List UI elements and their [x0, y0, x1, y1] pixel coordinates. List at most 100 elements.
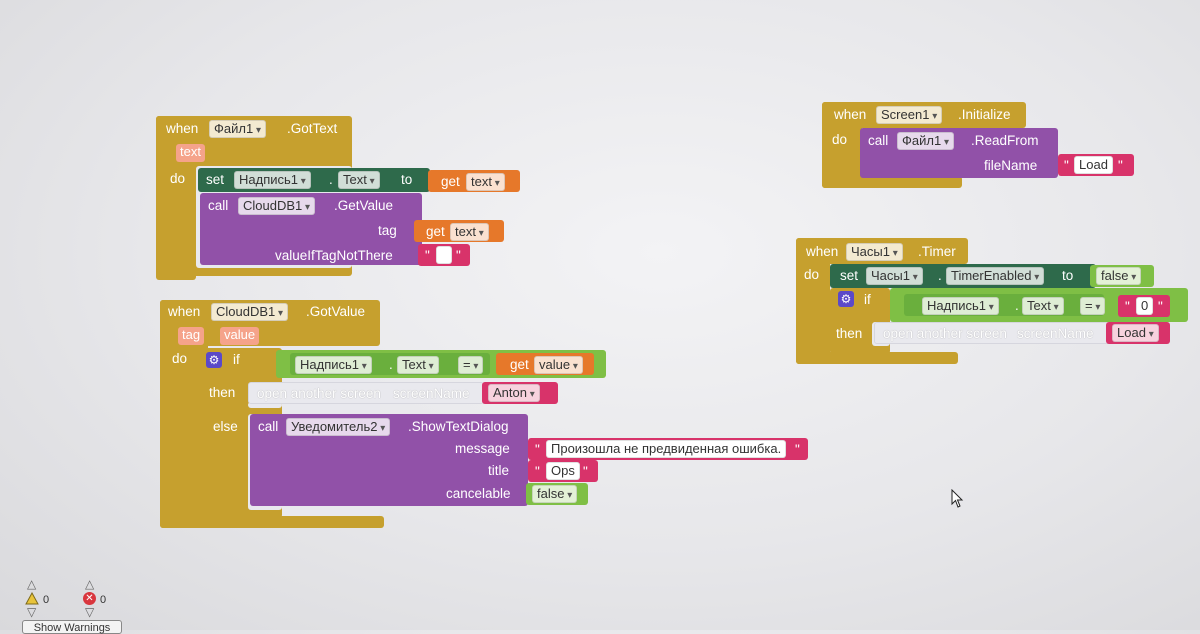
error-prev-arrow-icon[interactable]: △: [85, 577, 95, 591]
event-name: .GotText: [287, 121, 338, 136]
call-component-dropdown[interactable]: CloudDB1: [238, 197, 316, 215]
tag-label: tag: [378, 223, 397, 238]
quote-close: ": [795, 442, 800, 457]
when-keyword: when: [166, 121, 199, 136]
then-keyword: then: [209, 385, 236, 400]
component-dropdown[interactable]: Файл1: [209, 120, 267, 138]
mouse-cursor-icon: [951, 489, 964, 508]
quote-open: ": [535, 442, 540, 457]
error-next-arrow-icon[interactable]: ▽: [85, 605, 95, 619]
error-icon: ✕: [83, 592, 96, 605]
filename-field[interactable]: Load: [1074, 156, 1113, 174]
component-dropdown[interactable]: Часы1: [846, 243, 903, 261]
dot-separator: .: [938, 268, 942, 283]
when-keyword: when: [168, 304, 201, 319]
component-dropdown[interactable]: CloudDB1: [211, 303, 289, 321]
quote-close: ": [1158, 299, 1163, 314]
get-var-dropdown[interactable]: text: [466, 173, 505, 191]
operator-dropdown[interactable]: =: [458, 356, 484, 374]
dialog-component-dropdown[interactable]: Уведомитель2: [286, 418, 391, 436]
else-keyword: else: [213, 419, 238, 434]
call-component-dropdown[interactable]: Файл1: [897, 132, 955, 150]
dialog-method-name: .ShowTextDialog: [408, 419, 509, 434]
default-label: valueIfTagNotThere: [275, 248, 393, 263]
set-keyword: set: [840, 268, 859, 283]
message-label: message: [455, 441, 510, 456]
if-keyword: if: [864, 292, 871, 307]
call-keyword: call: [868, 133, 889, 148]
call-keyword: call: [208, 198, 229, 213]
open-screen-label: open another screen: [257, 386, 381, 401]
set-property-dropdown[interactable]: TimerEnabled: [946, 267, 1045, 285]
screenname-label: screenName: [393, 386, 470, 401]
cancelable-label: cancelable: [446, 486, 511, 501]
quote-close: ": [1118, 158, 1123, 173]
when-keyword: when: [834, 107, 867, 122]
screen-name-dropdown[interactable]: Anton: [488, 384, 540, 402]
error-count: 0: [100, 594, 107, 606]
param-text[interactable]: text: [176, 144, 205, 162]
dot-separator: .: [389, 357, 393, 372]
quote-open: ": [425, 248, 430, 263]
to-value-dropdown[interactable]: false: [1096, 267, 1142, 285]
compare-component-dropdown[interactable]: Надпись1: [922, 297, 999, 315]
set-component-dropdown[interactable]: Надпись1: [234, 171, 311, 189]
when-keyword: when: [806, 244, 839, 259]
set-component-dropdown[interactable]: Часы1: [866, 267, 923, 285]
warning-icon: [25, 592, 39, 605]
to-keyword: to: [1062, 268, 1074, 283]
screen-name-dropdown[interactable]: Load: [1112, 324, 1159, 342]
do-keyword: do: [804, 267, 820, 282]
method-name: .GetValue: [334, 198, 394, 213]
operator-dropdown[interactable]: =: [1080, 297, 1106, 315]
dot-separator: .: [1015, 298, 1019, 313]
screenname-label: screenName: [1017, 326, 1094, 341]
show-warnings-button[interactable]: Show Warnings: [22, 620, 122, 634]
title-field[interactable]: Ops: [546, 462, 580, 480]
quote-close: ": [456, 248, 461, 263]
get-keyword: get: [441, 174, 460, 189]
event-name: .GotValue: [306, 304, 366, 319]
warning-prev-arrow-icon[interactable]: △: [27, 577, 37, 591]
open-screen-label: open another screen: [883, 326, 1007, 341]
compare-property-dropdown[interactable]: Text: [1022, 297, 1064, 315]
tag-var-dropdown[interactable]: text: [450, 223, 489, 241]
warning-next-arrow-icon[interactable]: ▽: [27, 605, 37, 619]
do-keyword: do: [170, 171, 186, 186]
call-keyword: call: [258, 419, 279, 434]
get-var-dropdown[interactable]: value: [534, 356, 583, 374]
empty-string-field[interactable]: [436, 246, 452, 264]
set-keyword: set: [206, 172, 225, 187]
title-label: title: [488, 463, 510, 478]
dot-separator: .: [329, 172, 333, 187]
tag-get-keyword: get: [426, 224, 445, 239]
call-readfrom-block[interactable]: [860, 128, 1058, 178]
do-keyword: do: [832, 132, 848, 147]
mutator-gear-icon[interactable]: ⚙: [838, 291, 854, 307]
component-dropdown[interactable]: Screen1: [876, 106, 943, 124]
set-block[interactable]: [198, 168, 430, 192]
quote-open: ": [535, 464, 540, 479]
method-name: .ReadFrom: [971, 133, 1039, 148]
param-value[interactable]: value: [220, 327, 260, 345]
event-name: .Timer: [918, 244, 956, 259]
to-keyword: to: [401, 172, 413, 187]
quote-open: ": [1125, 299, 1130, 314]
filename-label: fileName: [984, 158, 1038, 173]
message-field[interactable]: Произошла не предвиденная ошибка.: [546, 440, 787, 458]
set-property-dropdown[interactable]: Text: [338, 171, 380, 189]
if-keyword: if: [233, 352, 240, 367]
compare-component-dropdown[interactable]: Надпись1: [295, 356, 372, 374]
cancelable-dropdown[interactable]: false: [532, 485, 578, 503]
compare-property-dropdown[interactable]: Text: [397, 356, 439, 374]
then-keyword: then: [836, 326, 863, 341]
do-keyword: do: [172, 351, 188, 366]
param-tag[interactable]: tag: [178, 327, 205, 345]
warning-count: 0: [43, 594, 50, 606]
get-keyword: get: [510, 357, 529, 372]
quote-close: ": [583, 464, 588, 479]
compare-value-field[interactable]: 0: [1136, 297, 1154, 315]
mutator-gear-icon[interactable]: ⚙: [206, 352, 222, 368]
quote-open: ": [1064, 158, 1069, 173]
